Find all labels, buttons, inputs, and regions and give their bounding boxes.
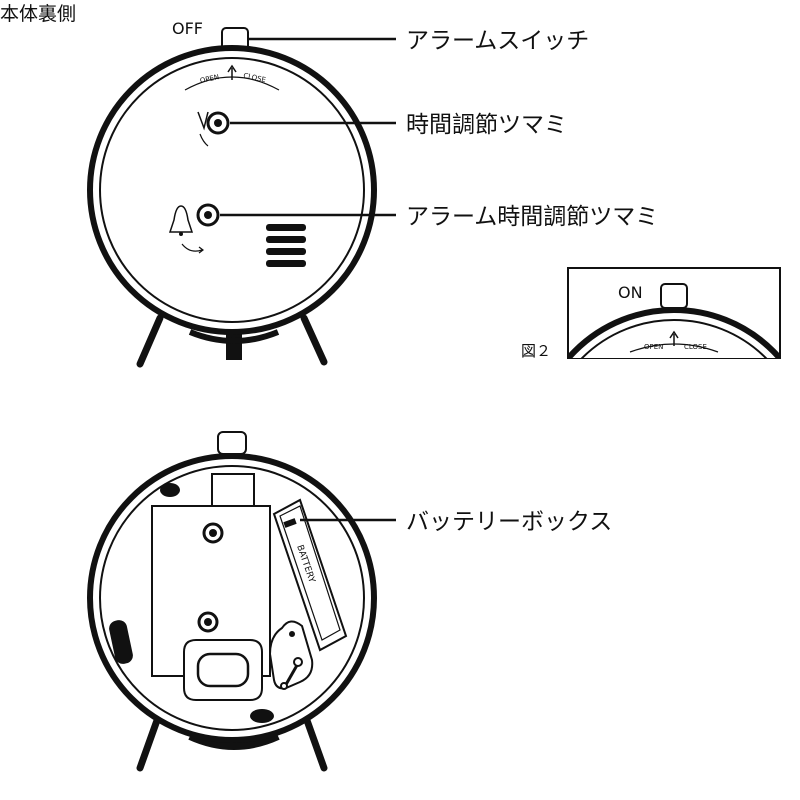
heading: 本体裏側 (0, 3, 76, 25)
battery-contact-plate (268, 620, 314, 690)
callout-time-knob: 時間調節ツマミ (406, 112, 567, 138)
figure2-dial-open: OPEN (644, 343, 663, 351)
callout-battery-box: バッテリーボックス (406, 509, 612, 535)
figure2-dial-close: CLOSE (684, 343, 707, 351)
speaker-grille (266, 224, 306, 267)
dial-open-text: OPEN (199, 73, 220, 85)
figure2-inset: OPEN CLOSE ON (567, 267, 781, 359)
figure2-caption: 図２ (521, 342, 551, 360)
clock-base-rim-bottom (188, 732, 280, 750)
clock-movement (151, 473, 271, 701)
callout-alarm-switch: アラームスイッチ (406, 28, 589, 54)
clock-leg-left (136, 314, 164, 368)
bell-icon (168, 205, 204, 254)
clock-leg-right (300, 314, 328, 366)
top-clock: OFF OPEN CLOSE (87, 19, 377, 368)
battery-box[interactable]: BATTERY (272, 498, 348, 652)
clock-hands-icon (197, 111, 209, 147)
alarm-switch-back (217, 431, 247, 455)
clock-base-rim (188, 329, 280, 344)
switch-on-label: ON (618, 283, 643, 302)
clock-stand (226, 330, 242, 360)
clock-case-inner (99, 57, 365, 323)
callout-alarm-knob: アラーム時間調節ツマミ (406, 204, 658, 230)
switch-off-label: OFF (172, 19, 203, 38)
rubber-stopper (109, 620, 133, 664)
alarm-switch-on (660, 283, 688, 309)
bottom-clock: BATTERY (87, 431, 377, 772)
